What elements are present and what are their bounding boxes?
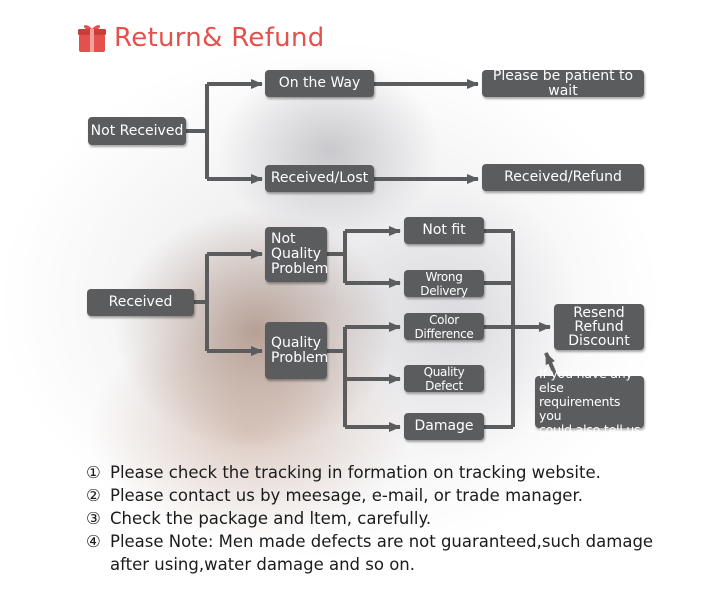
note-number: ③ <box>86 509 101 528</box>
note-text: Please contact us by meesage, e-mail, or… <box>110 486 583 505</box>
node-received-lost: Received/Lost <box>265 165 374 192</box>
node-received-refund: Received/Refund <box>482 164 644 191</box>
note-item: ② Please contact us by meesage, e-mail, … <box>86 484 706 507</box>
note-number: ④ <box>86 532 101 551</box>
node-resend-refund-discount: Resend Refund Discount <box>554 304 644 350</box>
page-header: Return& Refund <box>78 20 325 56</box>
node-other-requirements: If you have any else requirements you co… <box>535 367 644 437</box>
gift-box-icon <box>78 25 106 52</box>
notes-list: ① Please check the tracking in formation… <box>86 461 706 576</box>
node-not-received: Not Received <box>88 117 186 145</box>
node-not-fit: Not fit <box>404 217 484 244</box>
note-item: ③ Check the package and ltem, carefully. <box>86 507 706 530</box>
node-quality-problem: Quality Problem <box>265 322 328 379</box>
note-item: ④ Please Note: Men made defects are not … <box>86 530 706 576</box>
node-not-quality-problem: Not Quality Problem <box>265 227 328 282</box>
note-item: ① Please check the tracking in formation… <box>86 461 706 484</box>
note-text: Check the package and ltem, carefully. <box>110 509 432 528</box>
page-title: Return& Refund <box>114 23 325 53</box>
note-text: Please check the tracking in formation o… <box>110 463 601 482</box>
node-damage: Damage <box>404 413 484 440</box>
node-quality-defect: Quality Defect <box>404 365 484 393</box>
note-text: Please Note: Men made defects are not gu… <box>110 532 654 574</box>
node-wrong-delivery: Wrong Delivery <box>404 270 484 298</box>
node-please-be-patient: Please be patient to wait <box>482 68 644 98</box>
node-received: Received <box>87 289 194 316</box>
note-number: ① <box>86 463 101 482</box>
note-number: ② <box>86 486 101 505</box>
node-color-difference: Color Difference <box>404 313 484 341</box>
node-on-the-way: On the Way <box>265 70 374 97</box>
